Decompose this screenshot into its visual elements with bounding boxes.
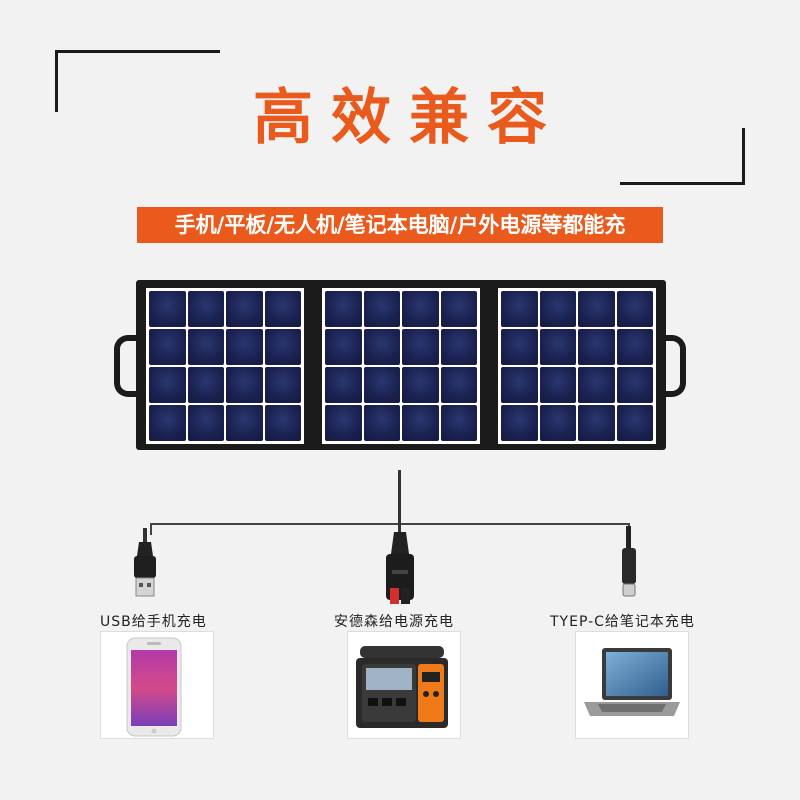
solar-cell [226, 405, 263, 441]
phone-photo [100, 631, 214, 739]
solar-cell [616, 405, 653, 441]
solar-cell [501, 329, 538, 365]
solar-cell [363, 405, 400, 441]
solar-cell [149, 405, 186, 441]
corner-frame-top-left [55, 50, 220, 53]
solar-cell [325, 367, 362, 403]
solar-cell [264, 329, 301, 365]
solar-cell [363, 329, 400, 365]
solar-cell [187, 405, 224, 441]
solar-cell [325, 291, 362, 327]
solar-cell [501, 367, 538, 403]
solar-cell [501, 291, 538, 327]
headline: 高效兼容 [253, 83, 565, 153]
solar-cell [363, 367, 400, 403]
corner-frame-bottom-right-vertical [742, 128, 745, 185]
cable-branch-usb [150, 523, 152, 535]
folding-solar-panel [136, 280, 666, 450]
solar-cell [578, 329, 615, 365]
solar-cell [264, 405, 301, 441]
solar-cell [264, 291, 301, 327]
right-handle [658, 335, 686, 397]
solar-cell [149, 367, 186, 403]
anderson-output-label: 安德森给电源充电 [334, 614, 454, 630]
power-station-photo [347, 631, 461, 739]
solar-cell [226, 367, 263, 403]
solar-cell [539, 291, 576, 327]
usb-c-connector-icon [622, 526, 636, 597]
solar-cell [440, 367, 477, 403]
corner-frame-bottom-right [620, 182, 745, 185]
left-handle [114, 335, 142, 397]
usb-output-label: USB给手机充电 [100, 614, 207, 630]
solar-cell [539, 367, 576, 403]
solar-cell [539, 329, 576, 365]
solar-cell [149, 329, 186, 365]
solar-cell [616, 291, 653, 327]
cable-splitter [150, 523, 630, 525]
solar-cell [539, 405, 576, 441]
corner-frame-top-left-vertical [55, 50, 58, 112]
usb-connector-icon [134, 528, 156, 597]
solar-cell [402, 405, 439, 441]
solar-panel-section-left [146, 288, 304, 444]
solar-cell [402, 329, 439, 365]
laptop-photo [575, 631, 689, 739]
compatibility-banner: 手机/平板/无人机/笔记本电脑/户外电源等都能充 [137, 207, 663, 243]
usb-c-output-label: TYEP-C给笔记本充电 [550, 614, 695, 630]
solar-cell [440, 405, 477, 441]
solar-panel-section-right [498, 288, 656, 444]
solar-cell [226, 329, 263, 365]
solar-cell [187, 367, 224, 403]
solar-cell [578, 291, 615, 327]
laptop-image [584, 648, 680, 716]
solar-cell [363, 291, 400, 327]
solar-cell [440, 329, 477, 365]
solar-cell [149, 291, 186, 327]
anderson-connector-icon [386, 470, 414, 604]
solar-cell [616, 329, 653, 365]
solar-cell [578, 367, 615, 403]
solar-cell [578, 405, 615, 441]
solar-cell [325, 405, 362, 441]
solar-cell [187, 291, 224, 327]
portable-power-station-image [356, 646, 448, 728]
solar-panel-section-middle [322, 288, 480, 444]
solar-cell [325, 329, 362, 365]
solar-cell [616, 367, 653, 403]
solar-cell [226, 291, 263, 327]
solar-cell [501, 405, 538, 441]
solar-cell [402, 291, 439, 327]
solar-cell [187, 329, 224, 365]
solar-cell [402, 367, 439, 403]
solar-cell [440, 291, 477, 327]
smartphone-image [126, 637, 182, 737]
solar-cell [264, 367, 301, 403]
